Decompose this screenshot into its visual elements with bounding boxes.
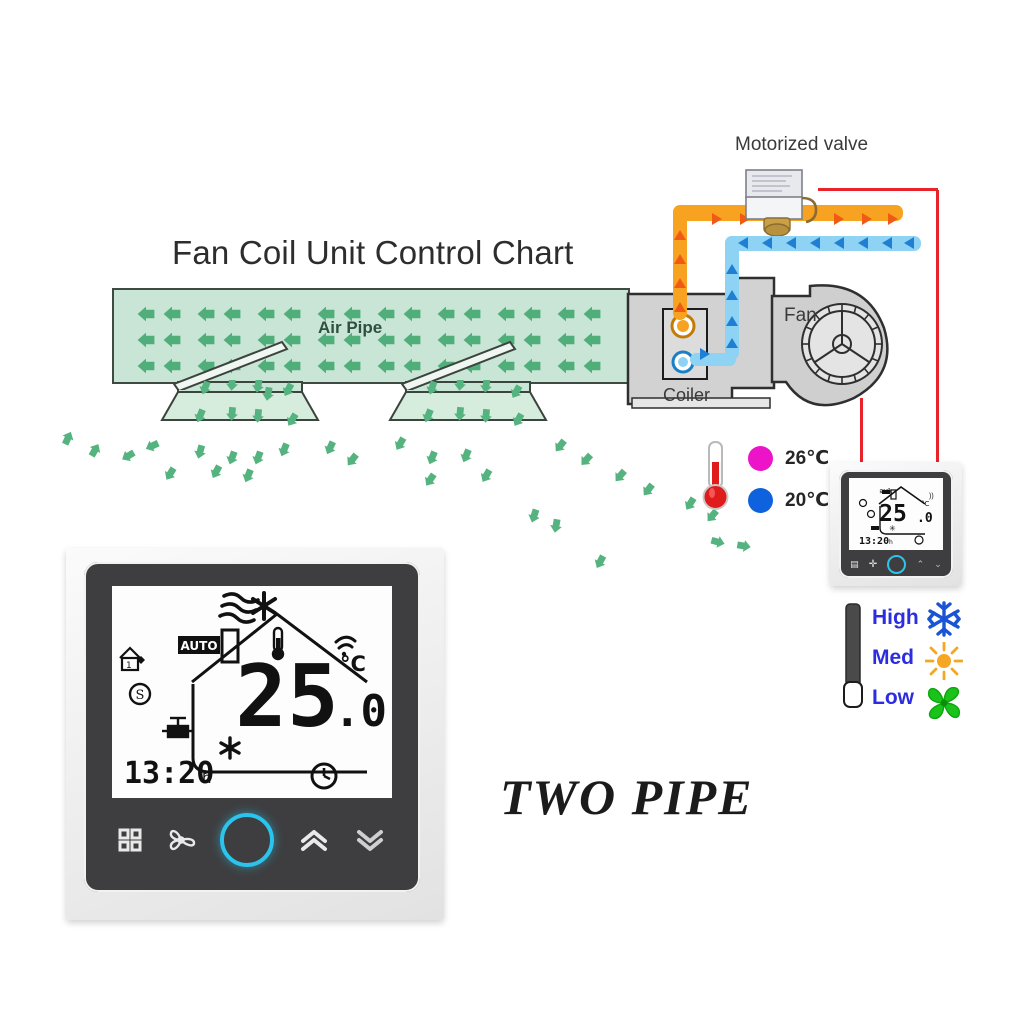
lcd-unit: °C bbox=[340, 652, 366, 676]
thermostat-small-buttons[interactable]: ▤ ✛ ⌃ ⌄ bbox=[845, 554, 947, 574]
thermostat-bezel: AUTO bbox=[84, 562, 420, 892]
chevron-up-icon bbox=[301, 830, 327, 851]
damper-vane-right bbox=[400, 340, 517, 390]
blue-dot bbox=[748, 488, 773, 513]
down-button-small[interactable]: ⌄ bbox=[934, 558, 942, 569]
cold-port-icon bbox=[671, 350, 695, 374]
fan-speed-label-high: High bbox=[872, 606, 919, 629]
cold-pipe-top bbox=[725, 236, 921, 251]
valve-icon bbox=[162, 716, 194, 739]
fan-label: Fan bbox=[784, 305, 817, 326]
svg-text:S: S bbox=[136, 688, 145, 703]
lcd-screen: AUTO bbox=[112, 586, 392, 798]
wifi-icon bbox=[334, 635, 357, 657]
down-button[interactable] bbox=[354, 827, 386, 853]
clock-icon bbox=[310, 762, 338, 790]
temp-legend-value-20: 20℃ bbox=[785, 490, 830, 511]
lcd-time: 13:20 bbox=[124, 756, 214, 791]
svg-text:25: 25 bbox=[879, 501, 907, 527]
svg-text:✳: ✳ bbox=[889, 524, 896, 533]
fan-speed-slider-icon bbox=[843, 603, 863, 708]
menu-button[interactable] bbox=[118, 828, 142, 852]
thermometer-icon bbox=[702, 441, 729, 510]
motorized-valve-label: Motorized valve bbox=[735, 134, 869, 155]
lcd-graphics: AUTO bbox=[119, 591, 387, 791]
wire-top-horizontal bbox=[818, 188, 938, 191]
sun-icon bbox=[925, 642, 963, 680]
chevron-down-icon bbox=[357, 830, 383, 851]
svg-text:h: h bbox=[889, 539, 893, 546]
svg-text:AUTO: AUTO bbox=[180, 639, 217, 653]
motorized-valve-icon bbox=[745, 169, 818, 237]
fan-button[interactable] bbox=[166, 827, 196, 853]
svg-text:.0: .0 bbox=[917, 511, 933, 526]
svg-text:)): )) bbox=[929, 493, 934, 500]
fan-blades-icon bbox=[927, 686, 961, 720]
lcd-decimal: .0 bbox=[334, 686, 387, 737]
thermometer-small-icon bbox=[271, 626, 285, 661]
lock-circle-icon: S bbox=[128, 682, 152, 706]
lcd-time-suffix: h bbox=[202, 769, 212, 787]
heat-waves-icon bbox=[218, 592, 260, 624]
svg-text:°C: °C bbox=[921, 500, 930, 508]
damper-vane-left bbox=[172, 340, 289, 390]
fan-icon bbox=[169, 829, 196, 851]
wire-fan-vertical bbox=[860, 398, 863, 474]
temp-legend-row-0: 26℃ bbox=[748, 446, 829, 471]
fan-housing bbox=[770, 284, 889, 407]
room-airflow-arrows bbox=[62, 380, 751, 569]
power-button[interactable] bbox=[220, 813, 274, 867]
snowflake-top-icon bbox=[251, 591, 277, 621]
fan-speed-label-med: Med bbox=[872, 646, 914, 669]
air-pipe-label: Air Pipe bbox=[318, 318, 383, 337]
up-button[interactable] bbox=[298, 827, 330, 853]
temp-legend-row-1: 20℃ bbox=[748, 488, 829, 513]
page-title: Fan Coil Unit Control Chart bbox=[172, 234, 574, 271]
svg-text:1: 1 bbox=[126, 661, 132, 671]
magenta-dot bbox=[748, 446, 773, 471]
thermostat-small[interactable]: 25 .0 °C 13:20 h ≋✻ ✳ )) ▤ ✛ ⌃ bbox=[830, 462, 962, 586]
fan-button-small[interactable]: ✛ bbox=[868, 558, 878, 570]
snowflake-mode-icon bbox=[219, 736, 241, 760]
thermostat-button-row[interactable] bbox=[106, 812, 398, 868]
temp-legend-value-26: 26℃ bbox=[785, 448, 830, 469]
fan-speed-label-low: Low bbox=[872, 686, 914, 709]
mode-caption: TWO PIPE bbox=[500, 769, 754, 825]
svg-text:≋✻: ≋✻ bbox=[879, 487, 893, 496]
snowflake-icon bbox=[927, 601, 961, 637]
wire-right-vertical bbox=[936, 190, 939, 474]
lcd-small-graphic: 25 .0 °C 13:20 h ≋✻ ✳ )) bbox=[858, 486, 934, 547]
power-button-small[interactable] bbox=[887, 554, 907, 574]
thermostat-large[interactable]: AUTO bbox=[66, 548, 444, 920]
svg-text:13:20: 13:20 bbox=[859, 536, 889, 547]
grid-menu-icon bbox=[118, 828, 142, 852]
cold-pipe-arrows bbox=[700, 237, 914, 360]
coiler-label: Coiler bbox=[663, 385, 711, 405]
lcd-temperature: 25 bbox=[235, 647, 339, 747]
menu-button-small[interactable]: ▤ bbox=[850, 558, 859, 569]
holiday-house-icon: 1 bbox=[119, 646, 145, 672]
up-button-small[interactable]: ⌃ bbox=[916, 558, 925, 569]
air-pipe bbox=[112, 288, 630, 384]
